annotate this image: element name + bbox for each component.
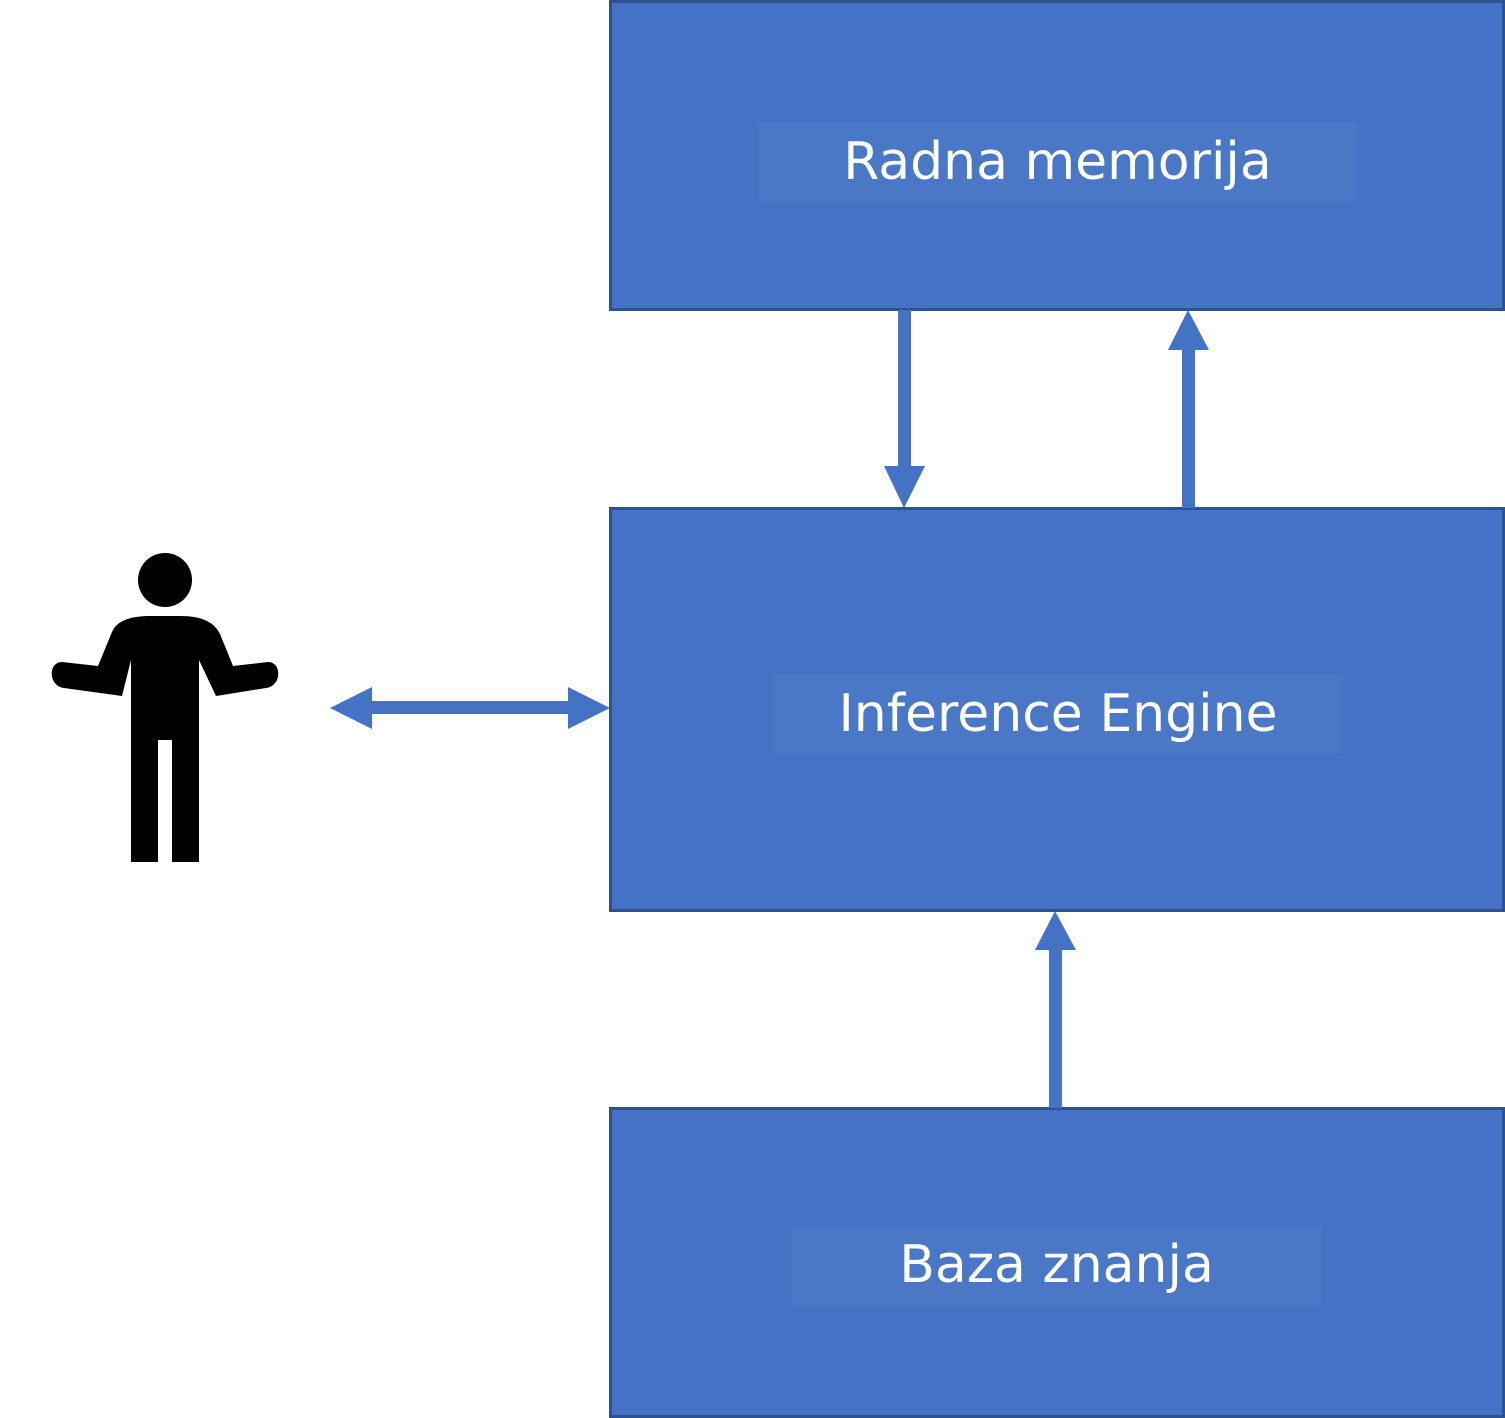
arrow-user-engine-bidirectional xyxy=(330,687,610,729)
arrow-kb-to-engine xyxy=(1035,911,1076,1108)
inference-engine-label: Inference Engine xyxy=(773,675,1343,753)
working-memory-label: Radna memorija xyxy=(758,123,1357,201)
arrow-engine-to-memory xyxy=(1168,310,1209,508)
person-icon xyxy=(51,553,279,862)
arrow-memory-to-engine xyxy=(884,310,925,508)
knowledge-base-label: Baza znanja xyxy=(791,1225,1322,1305)
